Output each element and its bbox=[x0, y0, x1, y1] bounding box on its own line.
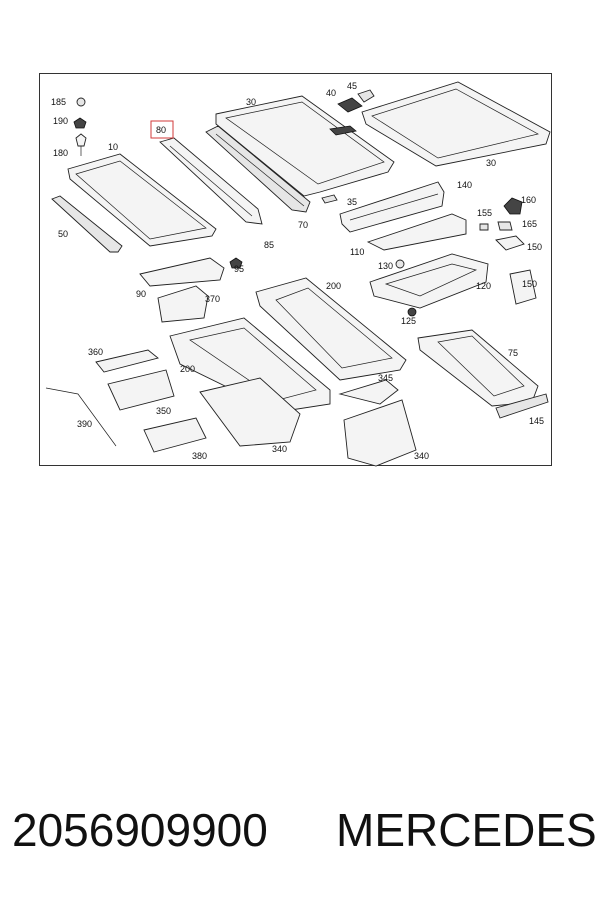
callout-label: 390 bbox=[77, 419, 92, 429]
part-50-bar bbox=[51, 195, 123, 253]
callout-label: 360 bbox=[88, 347, 103, 357]
part-40 bbox=[337, 97, 363, 113]
part-200-lower bbox=[169, 317, 331, 413]
callout-label: 75 bbox=[508, 348, 518, 358]
part-150-upper bbox=[495, 235, 525, 251]
callout-label: 345 bbox=[378, 373, 393, 383]
part-340-right bbox=[343, 399, 417, 467]
callout-label-highlighted: 80 bbox=[156, 125, 166, 135]
part-120-tray bbox=[369, 253, 489, 309]
callout-label: 350 bbox=[156, 406, 171, 416]
callout-label: 70 bbox=[298, 220, 308, 230]
callout-label: 45 bbox=[347, 81, 357, 91]
callout-label: 340 bbox=[414, 451, 429, 461]
callout-label: 190 bbox=[53, 116, 68, 126]
callout-label: 50 bbox=[58, 229, 68, 239]
callout-label: 10 bbox=[108, 142, 118, 152]
callout-label: 160 bbox=[521, 195, 536, 205]
callout-label: 90 bbox=[136, 289, 146, 299]
part-110 bbox=[366, 213, 467, 251]
part-10-floor-panel bbox=[67, 153, 217, 247]
part-360 bbox=[95, 349, 159, 373]
part-140-trim bbox=[339, 181, 445, 233]
callout-label: 30 bbox=[246, 97, 256, 107]
callout-label: 125 bbox=[401, 316, 416, 326]
part-380-block bbox=[143, 417, 207, 453]
callout-label: 180 bbox=[53, 148, 68, 158]
callout-label: 140 bbox=[457, 180, 472, 190]
part-125 bbox=[407, 307, 417, 317]
part-155 bbox=[479, 223, 489, 231]
callout-label: 40 bbox=[326, 88, 336, 98]
part-145 bbox=[495, 393, 549, 419]
callout-label: 85 bbox=[264, 240, 274, 250]
callout-label: 110 bbox=[350, 247, 364, 257]
callout-label: 150 bbox=[522, 279, 537, 289]
part-350-box bbox=[107, 369, 175, 411]
callout-label: 185 bbox=[51, 97, 66, 107]
callout-label: 35 bbox=[347, 197, 357, 207]
callout-label: 380 bbox=[192, 451, 207, 461]
callout-label: 95 bbox=[234, 264, 244, 274]
parts-diagram: 185 190 180 10 50 80 30 40 45 30 70 85 3… bbox=[45, 81, 551, 467]
part-45 bbox=[357, 89, 375, 103]
part-30-cover-left bbox=[215, 95, 395, 197]
parts-diagram-frame: 185 190 180 10 50 80 30 40 45 30 70 85 3… bbox=[39, 73, 552, 467]
part-165 bbox=[497, 221, 513, 231]
callout-label: 150 bbox=[527, 242, 542, 252]
callout-label: 340 bbox=[272, 444, 287, 454]
callout-label: 370 bbox=[205, 294, 220, 304]
part-30-cover-right bbox=[361, 81, 551, 167]
callout-label: 200 bbox=[180, 364, 195, 374]
part-345 bbox=[338, 379, 399, 405]
part-200-upper bbox=[255, 277, 407, 381]
part-35 bbox=[321, 194, 338, 204]
callout-label: 130 bbox=[378, 261, 393, 271]
part-340-left bbox=[199, 377, 301, 447]
callout-label: 120 bbox=[476, 281, 491, 291]
callout-labels: 185 190 180 10 50 80 30 40 45 30 70 85 3… bbox=[51, 81, 544, 461]
part-390-strap bbox=[45, 387, 117, 447]
part-number-text: 2056909900 bbox=[12, 804, 268, 856]
part-150-lower bbox=[509, 269, 537, 305]
part-370 bbox=[157, 285, 209, 323]
part-160 bbox=[503, 197, 523, 215]
callout-label: 200 bbox=[326, 281, 341, 291]
callout-label: 155 bbox=[477, 208, 492, 218]
callout-label: 145 bbox=[529, 416, 544, 426]
callout-highlight-box bbox=[150, 120, 174, 139]
callout-label: 165 bbox=[522, 219, 537, 229]
fastener-group-185-190-180 bbox=[73, 97, 87, 156]
part-95 bbox=[229, 257, 243, 269]
part-130 bbox=[395, 259, 405, 269]
callout-label: 30 bbox=[486, 158, 496, 168]
part-90 bbox=[139, 257, 225, 287]
brand-text: MERCEDES bbox=[336, 804, 597, 856]
